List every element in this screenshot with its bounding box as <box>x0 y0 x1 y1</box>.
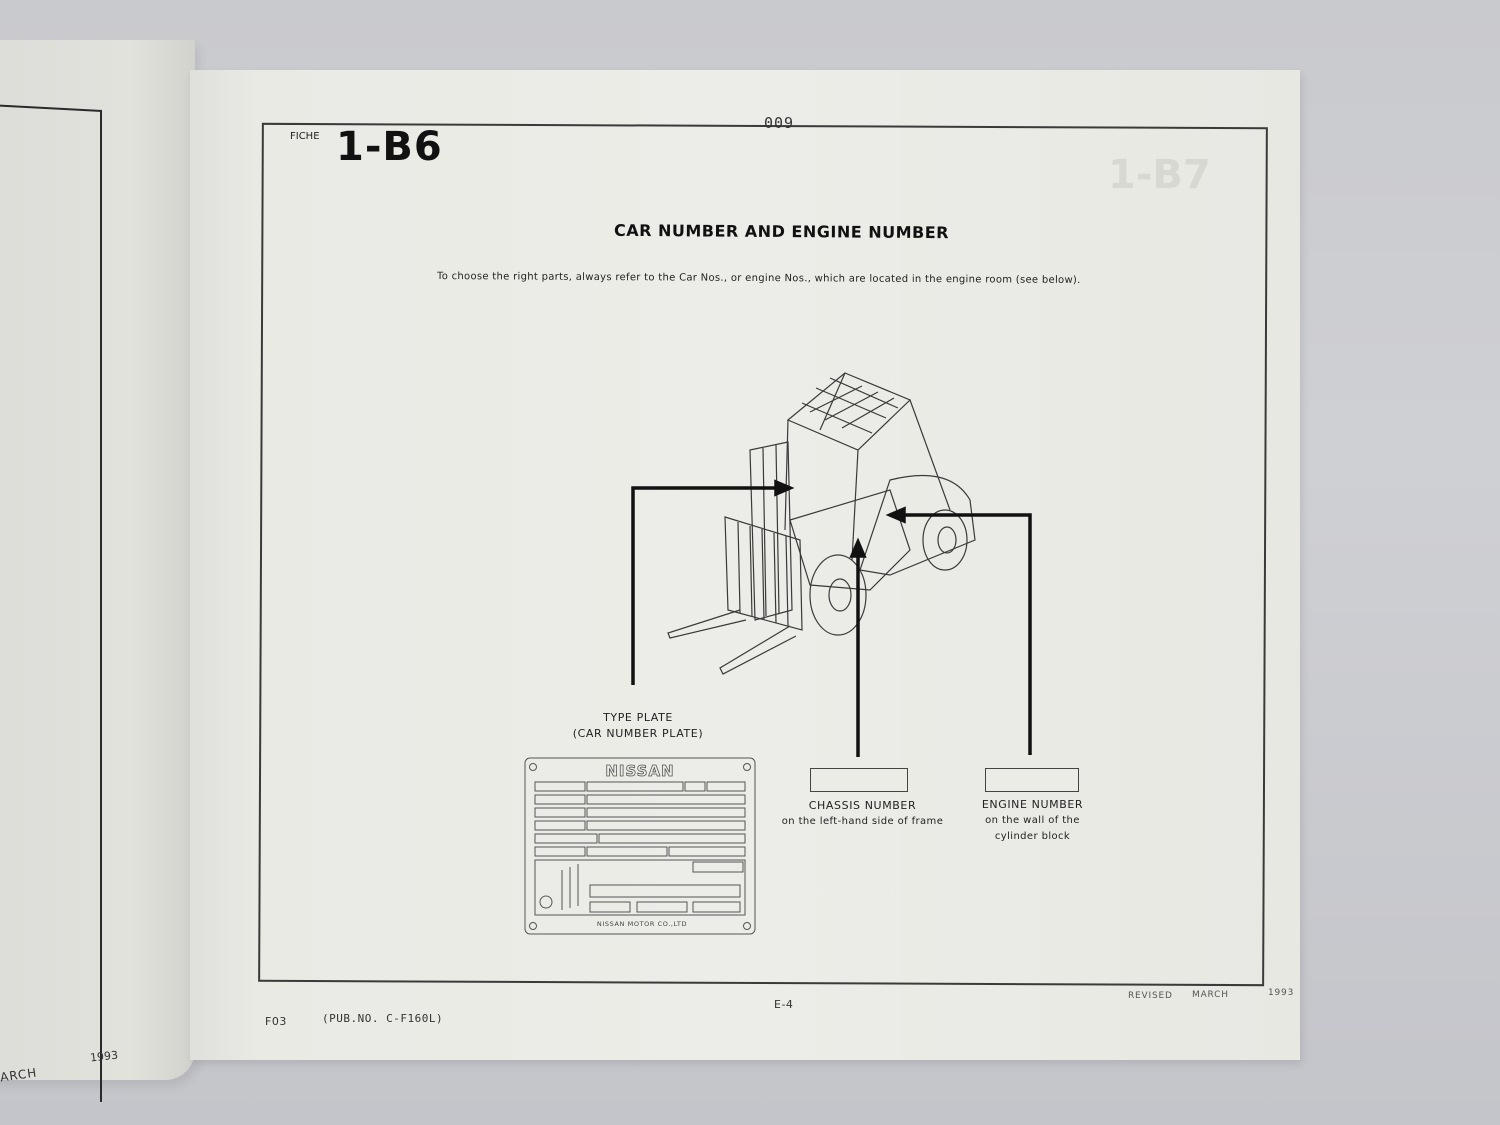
forklift-icon <box>667 372 976 675</box>
forklift-illustration: NISSAN NISSAN MOTOR CO.,LTD <box>524 372 1032 935</box>
footer-revised-month: MARCH <box>1192 990 1229 1000</box>
fiche-label: FICHE <box>290 131 320 142</box>
engine-number-label-block: ENGINE NUMBER on the wall of the cylinde… <box>960 797 1105 845</box>
plate-maker-text: NISSAN MOTOR CO.,LTD <box>597 920 687 928</box>
engine-number-box <box>985 768 1079 792</box>
footer-publication: (PUB.NO. C-F160L) <box>322 1012 444 1025</box>
engine-number-label: ENGINE NUMBER <box>981 798 1084 811</box>
engine-number-location-line1: on the wall of the <box>985 815 1080 826</box>
engine-number-location-line2: cylinder block <box>994 831 1071 842</box>
footer-page-ref: E-4 <box>774 998 794 1011</box>
footer-revised-year: 1993 <box>1268 988 1295 998</box>
left-page-frame <box>0 103 102 1102</box>
type-plate-label: TYPE PLATE (CAR NUMBER PLATE) <box>558 710 718 742</box>
chassis-number-label-block: CHASSIS NUMBER on the left-hand side of … <box>765 798 960 830</box>
fiche-code: 1-B6 <box>336 124 443 170</box>
chassis-number-box <box>810 768 908 792</box>
right-page: 1-B7 009 FICHE 1-B6 CAR NUMBER AND ENGIN… <box>190 70 1300 1060</box>
footer-code: F03 <box>265 1015 287 1028</box>
type-plate-drawing <box>524 757 756 935</box>
footer-revised-label: REVISED <box>1128 991 1173 1001</box>
engine-number-leader-arrow <box>885 506 1032 755</box>
chassis-number-label: CHASSIS NUMBER <box>808 799 917 812</box>
chassis-number-leader-arrow <box>849 537 867 757</box>
left-page <box>0 40 195 1102</box>
type-plate-leader-arrow <box>631 479 795 685</box>
chassis-number-location: on the left-hand side of frame <box>781 816 944 827</box>
page-number: 009 <box>764 114 795 132</box>
type-plate-label-line2: (CAR NUMBER PLATE) <box>572 727 704 740</box>
bleed-through-fiche-code: 1-B7 <box>1108 152 1211 198</box>
plate-brand-text: NISSAN <box>605 762 674 780</box>
type-plate-label-line1: TYPE PLATE <box>603 711 673 724</box>
